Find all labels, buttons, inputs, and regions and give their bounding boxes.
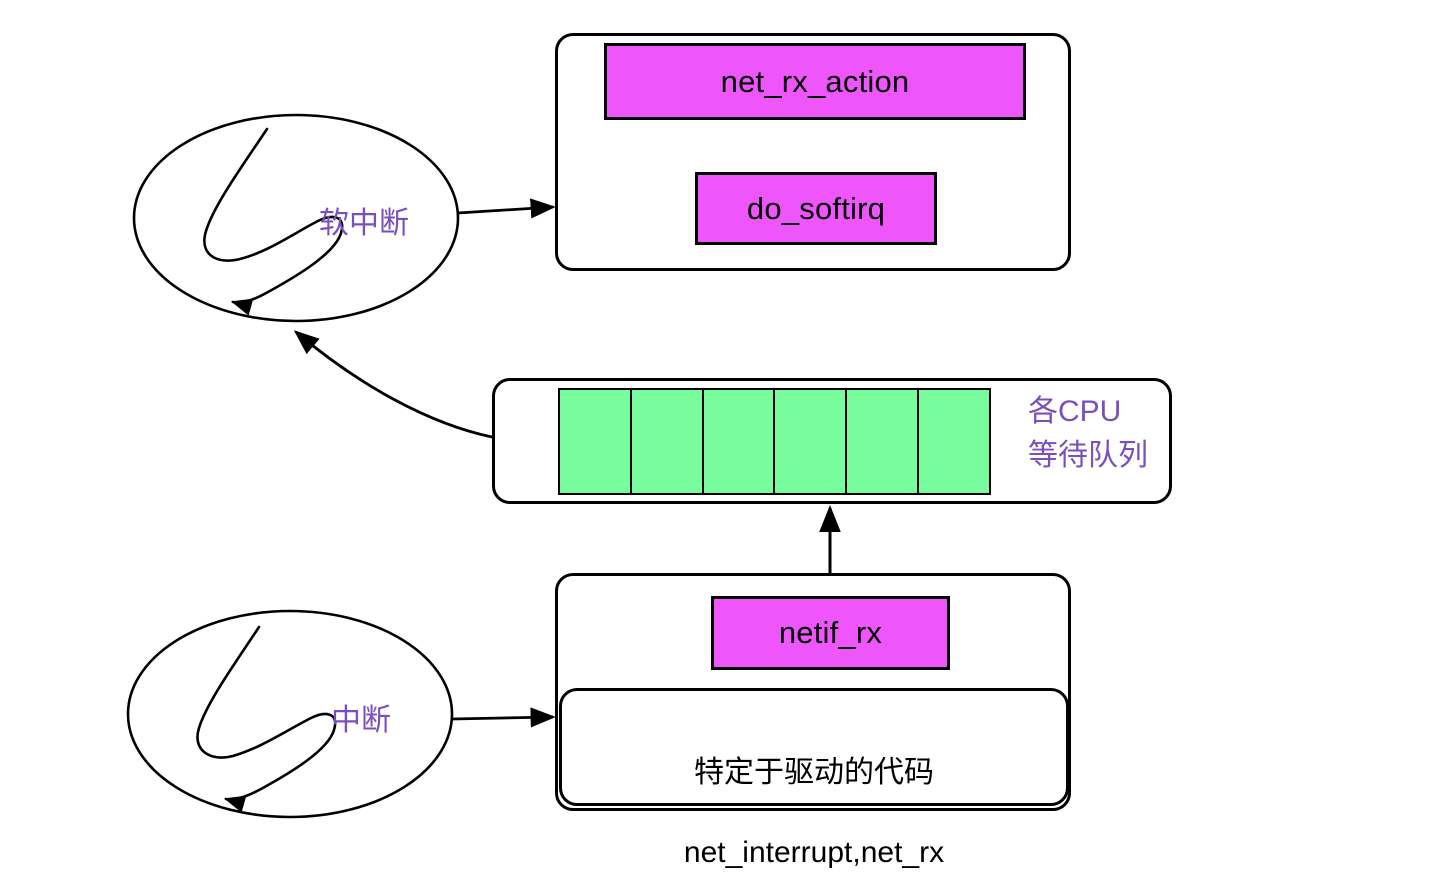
queue-cell[interactable] [919,390,989,493]
queue-cell[interactable] [632,390,704,493]
queue-cell[interactable] [704,390,776,493]
queue-cell[interactable] [775,390,848,493]
queue-cell[interactable] [560,390,632,493]
driver-code-line1: 特定于驱动的代码 [694,756,934,789]
driver-code-box [559,688,1069,806]
do-softirq-box[interactable]: do_softirq [695,172,937,245]
driver-code-line2: net_interrupt,net_rx [683,836,945,869]
driver-code-text: 特定于驱动的代码 net_interrupt,net_rx [559,713,1069,876]
arrow-queue-to-softirq [293,330,493,439]
interrupt-squiggle-icon [196,625,337,813]
arrow-softirq-to-container [457,198,556,219]
netif-rx-label: netif_rx [778,615,883,650]
softirq-ellipse-label: 软中断 [319,207,409,240]
per-cpu-queue-label-line1: 各CPU [1028,395,1122,428]
per-cpu-queue-label-line2: 等待队列 [1028,439,1148,472]
interrupt-ellipse [126,609,454,819]
per-cpu-queue-label: 各CPU 等待队列 [1028,390,1148,478]
net-rx-action-label: net_rx_action [720,63,910,99]
netif-rx-box[interactable]: netif_rx [711,596,950,670]
interrupt-ellipse-label: 中断 [331,704,391,737]
do-softirq-label: do_softirq [746,190,886,226]
arrow-interrupt-to-container [451,707,556,728]
queue-cell[interactable] [847,390,920,493]
softirq-ellipse [132,113,460,323]
per-cpu-queue-cells[interactable] [558,388,991,495]
net-rx-action-box[interactable]: net_rx_action [604,43,1026,120]
